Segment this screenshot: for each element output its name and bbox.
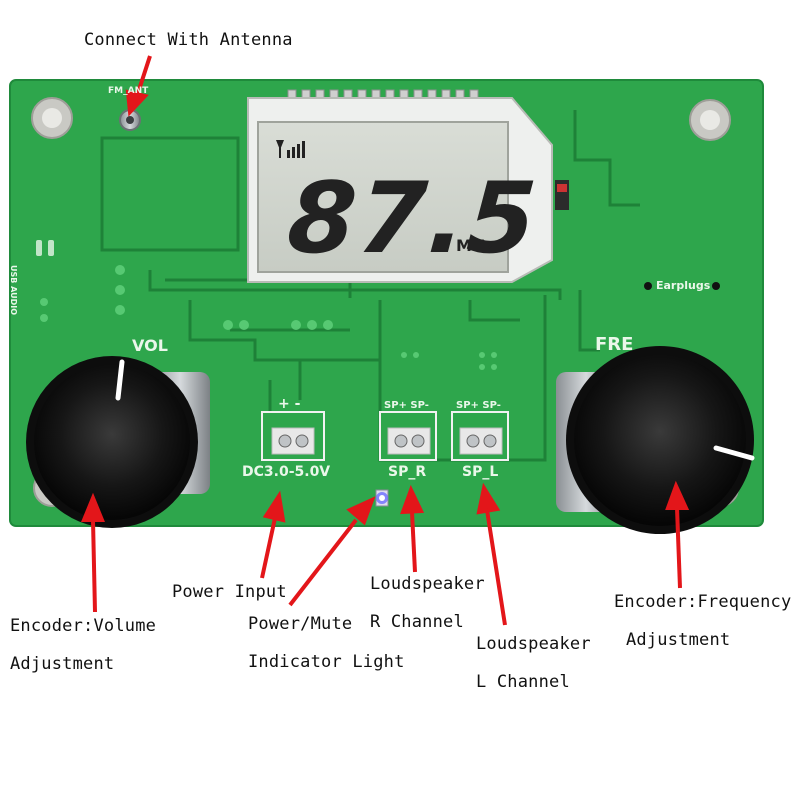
label-speaker-l-1: Loudspeaker	[476, 634, 591, 654]
silk-sp-r-pins: SP+ SP-	[384, 400, 429, 411]
frequency-knob	[556, 346, 755, 534]
silk-usb-audio: USB AUDIO	[9, 265, 18, 315]
lcd-frequency: 87.5	[284, 162, 542, 276]
label-speaker-r-2: R Channel	[370, 612, 464, 632]
label-indicator-1: Power/Mute	[248, 614, 353, 634]
silk-earplugs: Earplugs	[656, 279, 711, 292]
silk-fm-ant: FM_ANT	[108, 86, 149, 96]
signal-icon	[276, 140, 305, 158]
label-volume-1: Encoder:Volume	[10, 616, 157, 636]
silk-power-polarity: + -	[278, 396, 301, 412]
label-speaker-l-2: L Channel	[476, 672, 570, 692]
label-frequency-2: Adjustment	[626, 630, 731, 650]
label-speaker-r-1: Loudspeaker	[370, 574, 485, 594]
label-antenna: Connect With Antenna	[84, 30, 293, 50]
silk-sp-l: SP_L	[462, 464, 499, 480]
label-volume-2: Adjustment	[10, 654, 115, 674]
annotation-arrows	[81, 55, 690, 626]
silk-dc-range: DC3.0-5.0V	[242, 464, 331, 480]
silk-fre: FRE	[595, 334, 634, 355]
lcd-unit: MHz	[456, 236, 495, 255]
silk-sp-l-pins: SP+ SP-	[456, 400, 501, 411]
silk-sp-r: SP_R	[388, 464, 427, 480]
label-frequency-1: Encoder:Frequency	[614, 592, 792, 612]
label-indicator-2: Indicator Light	[248, 652, 405, 672]
volume-knob	[26, 356, 210, 528]
earplugs-jack	[644, 282, 652, 290]
silk-vol: VOL	[132, 336, 168, 355]
label-power-input: Power Input	[172, 582, 287, 602]
